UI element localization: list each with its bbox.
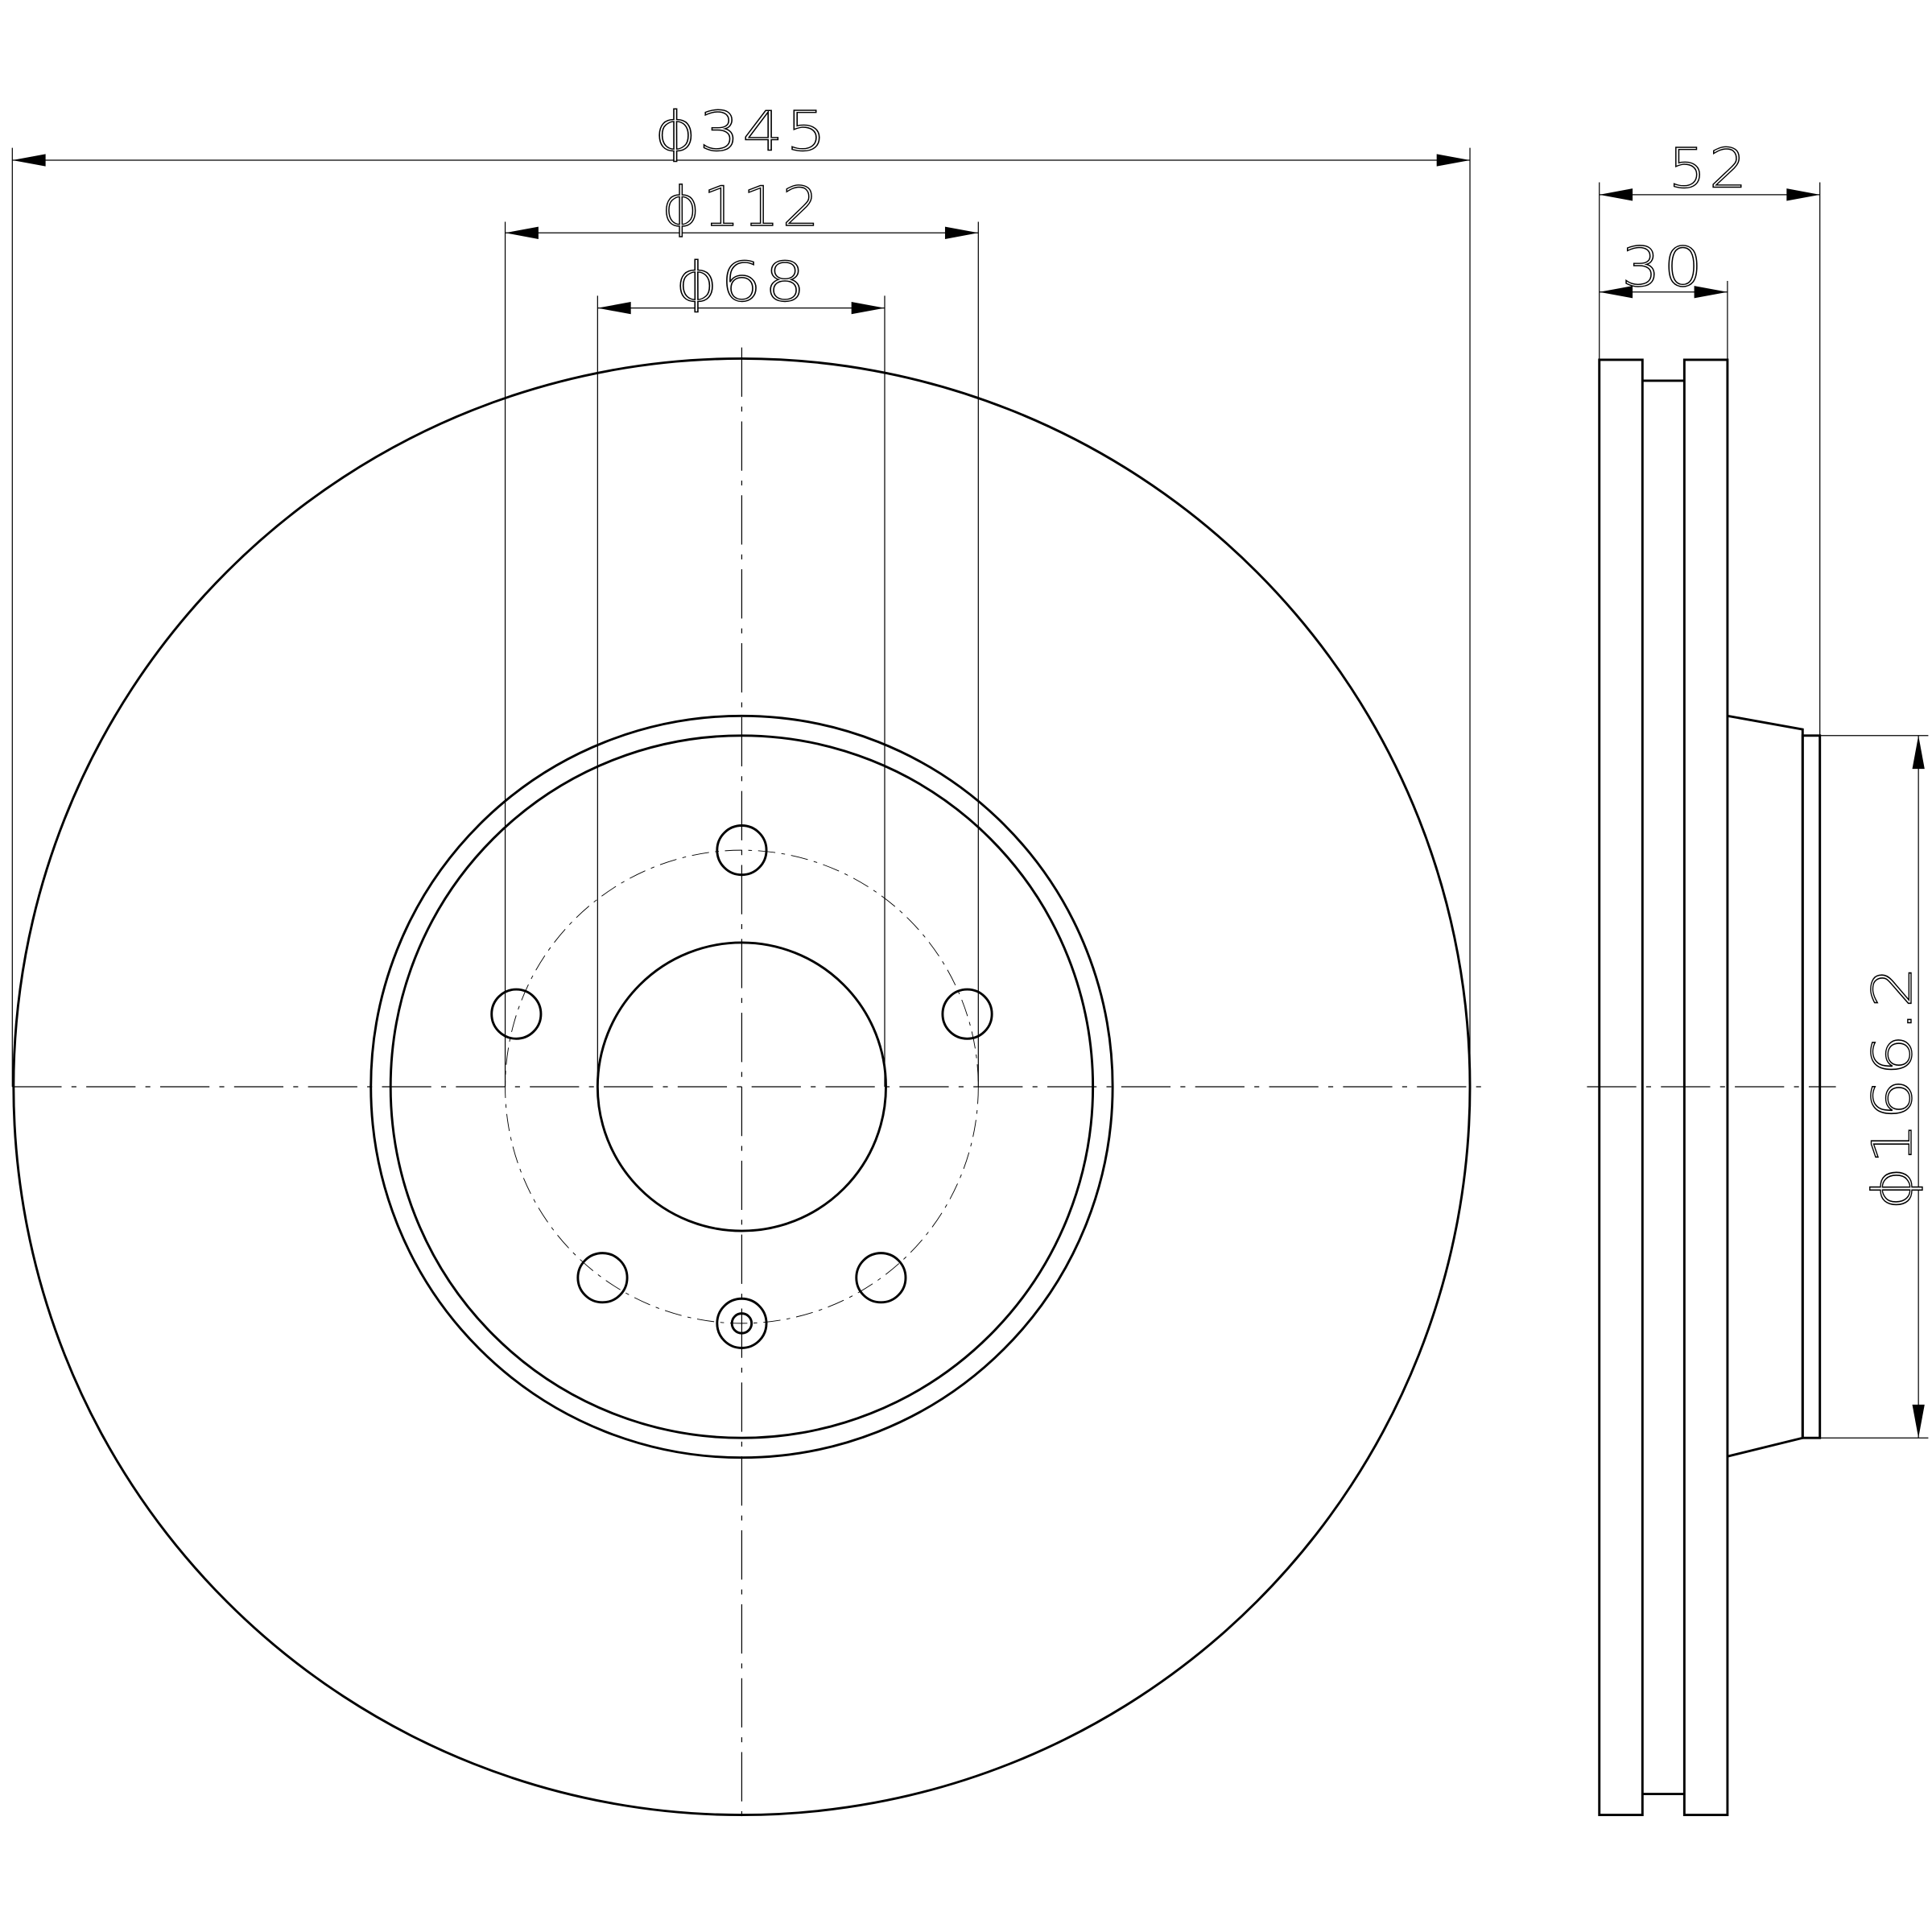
dimension-hat-diameter: ϕ166.2 (1819, 735, 1929, 1439)
friction-plate-inner (1682, 358, 1729, 1817)
side-view (1587, 358, 1836, 1817)
dimension-center-bore: ϕ68 (597, 250, 886, 1087)
bolt-hole (490, 988, 543, 1040)
center-bore-label: ϕ68 (675, 250, 808, 313)
bolt-hole (941, 988, 993, 1040)
outer-diameter-label: ϕ345 (654, 100, 829, 163)
dimension-bolt-circle: ϕ112 (504, 174, 979, 1087)
bolt-circle-label: ϕ112 (662, 175, 822, 238)
total-height-label: 52 (1668, 137, 1749, 200)
dimension-outer-diameter: ϕ345 (11, 99, 1471, 1087)
hat-diameter-label: ϕ166.2 (1860, 964, 1924, 1210)
dimension-disc-thickness: 30 (1599, 234, 1728, 360)
bolt-hole (576, 1252, 629, 1304)
dimension-total-height: 52 (1599, 136, 1821, 736)
hat-profile (1727, 714, 1804, 1458)
front-view (12, 347, 1485, 1827)
friction-plate-outer (1598, 358, 1644, 1817)
bolt-hole (855, 1252, 907, 1304)
disc-thickness-label: 30 (1621, 235, 1705, 299)
